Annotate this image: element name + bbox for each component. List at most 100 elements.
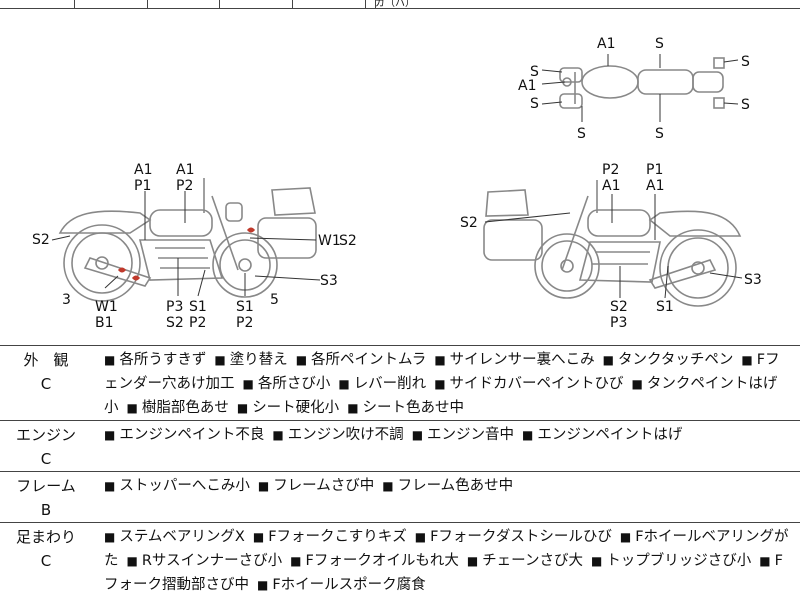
diagram-label: S1 xyxy=(656,299,674,315)
condition-item: フレームさび中 xyxy=(273,478,375,494)
condition-item: Fフェンダー穴あけ加工 xyxy=(104,352,780,392)
condition-item: Fフォークこすりキズ xyxy=(268,529,407,545)
bullet-square-icon: ■ xyxy=(631,377,643,391)
bullet-square-icon: ■ xyxy=(434,353,446,367)
section-category: フレーム xyxy=(16,477,76,495)
bullet-square-icon: ■ xyxy=(104,479,116,493)
diagram-label: P2 xyxy=(189,315,206,331)
condition-item: Rサスインナーさび小 xyxy=(141,553,283,569)
bullet-square-icon: ■ xyxy=(104,428,116,442)
diagram-label: S1 xyxy=(236,299,254,315)
damage-diagram: A1 S S A1 S S S S S S A1 P1 A1 P2 S2 W1 … xyxy=(0,8,800,346)
bullet-square-icon: ■ xyxy=(257,578,269,592)
condition-item: チェーンさび大 xyxy=(482,553,583,569)
condition-item: シート硬化小 xyxy=(252,400,340,416)
bullet-square-icon: ■ xyxy=(338,377,350,391)
diagram-label: B1 xyxy=(95,315,114,331)
motorcycle-diagram: A1 S S A1 S S S S S S A1 P1 A1 P2 S2 W1 … xyxy=(32,36,762,331)
diagram-label: S xyxy=(577,126,586,142)
bullet-square-icon: ■ xyxy=(347,401,359,415)
right-view-motorcycle xyxy=(483,180,742,307)
section-grade: B xyxy=(40,501,52,519)
left-view-motorcycle xyxy=(58,178,317,302)
header-cell xyxy=(292,0,366,8)
condition-item: 各所ペイントムラ xyxy=(311,352,427,368)
condition-item: エンジン音中 xyxy=(427,427,515,443)
section-items: ■各所うすきず■塗り替え■各所ペイントムラ■サイレンサー裏へこみ■タンクタッチペ… xyxy=(104,346,794,420)
bullet-square-icon: ■ xyxy=(126,401,138,415)
section-items: ■ストッパーへこみ小■フレームさび中■フレーム色あせ中 xyxy=(104,472,794,498)
bullet-square-icon: ■ xyxy=(272,428,284,442)
section-category: 外 観 xyxy=(23,351,69,369)
bullet-square-icon: ■ xyxy=(382,479,394,493)
bullet-square-icon: ■ xyxy=(602,353,614,367)
bullet-square-icon: ■ xyxy=(741,353,753,367)
header-cell xyxy=(74,0,148,8)
condition-item: サイレンサー裏へこみ xyxy=(449,352,595,368)
diagram-label: S1 xyxy=(189,299,207,315)
condition-item: シート色あせ中 xyxy=(362,400,465,416)
section-grade: C xyxy=(40,375,52,393)
bullet-square-icon: ■ xyxy=(236,401,249,415)
diagram-label: W1 xyxy=(318,233,341,249)
bullet-square-icon: ■ xyxy=(522,428,534,442)
condition-item: Fフォーク摺動部さび中 xyxy=(104,553,783,593)
section-category: 足まわり xyxy=(15,528,76,546)
diagram-label: S xyxy=(741,54,750,70)
condition-item: エンジンペイントはげ xyxy=(537,427,683,443)
header-cell xyxy=(0,0,75,8)
diagram-label: S2 xyxy=(610,299,628,315)
condition-item: 樹脂部色あせ xyxy=(141,400,229,416)
section-grade: C xyxy=(40,450,52,468)
section-grade: C xyxy=(40,552,52,570)
diagram-label: A1 xyxy=(518,78,536,94)
diagram-label: P2 xyxy=(176,178,193,194)
condition-item: ステムベアリングX xyxy=(119,529,245,545)
bullet-square-icon: ■ xyxy=(252,530,265,544)
diagram-label: S xyxy=(530,96,539,112)
diagram-label: S2 xyxy=(339,233,357,249)
condition-item: Fホイールベアリングがた xyxy=(104,529,789,569)
header-cell xyxy=(147,0,220,8)
diagram-label: S2 xyxy=(32,232,50,248)
header-strip: ガ（ハ） xyxy=(0,0,800,9)
diagram-label: P3 xyxy=(166,299,183,315)
bullet-square-icon: ■ xyxy=(257,479,270,493)
diagram-label: S xyxy=(655,36,664,52)
top-view-motorcycle xyxy=(559,57,725,109)
bullet-square-icon: ■ xyxy=(434,377,446,391)
header-cell xyxy=(365,0,376,8)
diagram-label: S3 xyxy=(744,272,762,288)
diagram-label: S xyxy=(741,97,750,113)
diagram-label: A1 xyxy=(134,162,152,178)
bullet-square-icon: ■ xyxy=(214,353,226,367)
condition-item: エンジン吹け不調 xyxy=(287,427,404,443)
bullet-square-icon: ■ xyxy=(104,530,116,544)
condition-item: Fフォークオイルもれ大 xyxy=(305,553,459,569)
diagram-label: A1 xyxy=(602,178,620,194)
condition-item: エンジンペイント不良 xyxy=(119,427,265,443)
section-items: ■エンジンペイント不良■エンジン吹け不調■エンジン音中■エンジンペイントはげ xyxy=(104,421,794,447)
condition-item: タンクペイントはげ小 xyxy=(104,376,778,416)
section-items: ■ステムベアリングX■Fフォークこすりキズ■Fフォークダストシールひび■Fホイー… xyxy=(104,523,794,597)
bullet-square-icon: ■ xyxy=(759,554,771,568)
diagram-label: P1 xyxy=(646,162,663,178)
bullet-square-icon: ■ xyxy=(290,554,302,568)
section-engine: エンジン C ■エンジンペイント不良■エンジン吹け不調■エンジン音中■エンジンペ… xyxy=(0,421,800,472)
bullet-square-icon: ■ xyxy=(126,554,138,568)
diagram-label: P1 xyxy=(134,178,151,194)
section-suspension: 足まわり C ■ステムベアリングX■Fフォークこすりキズ■Fフォークダストシール… xyxy=(0,523,800,600)
section-exterior: 外 観 C ■各所うすきず■塗り替え■各所ペイントムラ■サイレンサー裏へこみ■タ… xyxy=(0,346,800,421)
damage-markers xyxy=(118,227,255,281)
diagram-label: W1 xyxy=(95,299,118,315)
condition-item: フレーム色あせ中 xyxy=(397,478,514,494)
condition-item: トップブリッジさび小 xyxy=(606,553,752,569)
section-category: エンジン xyxy=(15,426,76,444)
diagram-label: A1 xyxy=(646,178,664,194)
section-frame: フレーム B ■ストッパーへこみ小■フレームさび中■フレーム色あせ中 xyxy=(0,472,800,523)
condition-item: 各所さび小 xyxy=(257,376,331,392)
bullet-square-icon: ■ xyxy=(104,353,116,367)
diagram-label: 5 xyxy=(270,292,279,308)
header-cell: ガ（ハ） xyxy=(375,0,415,8)
